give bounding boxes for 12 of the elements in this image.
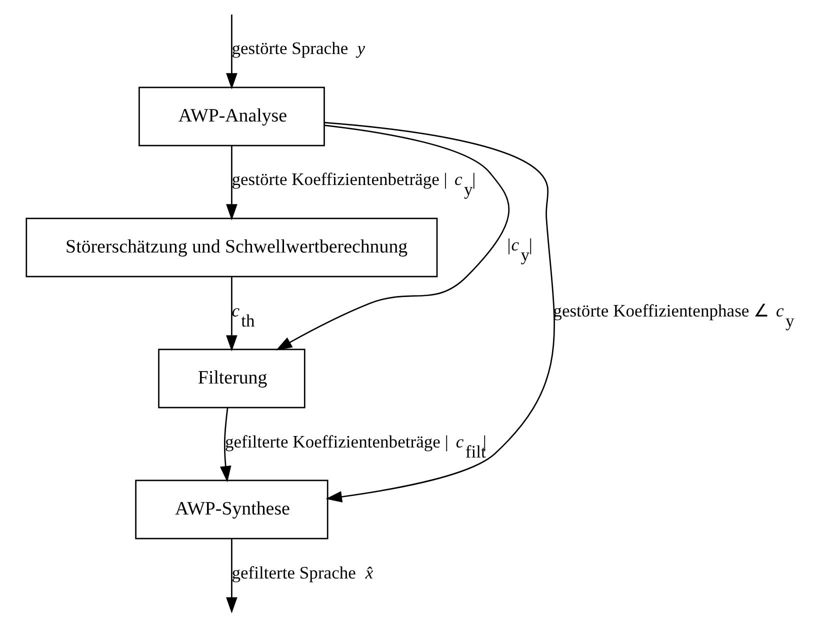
edge-label: gefilterte Sprache x̂ (231, 562, 373, 582)
edge-label: gestörte Sprache y (231, 38, 365, 58)
arrow (324, 122, 554, 502)
node-box: Störerschätzung und Schwellwertberechnung (25, 218, 438, 278)
node-box: Filterung (158, 348, 305, 408)
arrow (226, 146, 237, 220)
node-box: AWP-Analyse (138, 86, 324, 146)
arrow (226, 14, 237, 90)
arrow (226, 538, 237, 614)
node-box: AWP-Synthese (134, 480, 328, 540)
arrow (219, 408, 231, 482)
arrow (275, 124, 509, 350)
